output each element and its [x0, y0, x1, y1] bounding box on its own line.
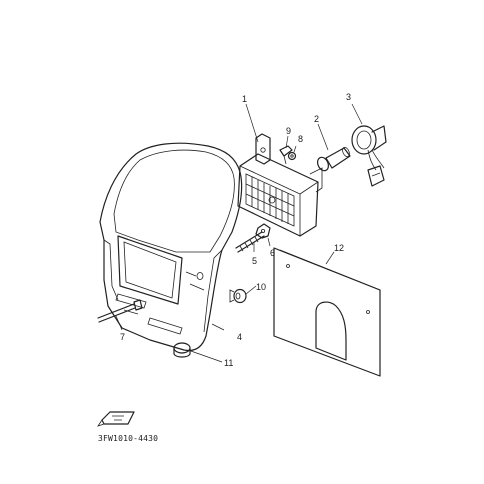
callout-12: 12 [334, 243, 344, 253]
callout-3: 3 [346, 92, 351, 102]
callout-6: 6 [270, 248, 275, 258]
callout-9: 9 [286, 126, 291, 136]
leader-lines [115, 103, 363, 363]
callout-labels: 1 2 3 4 5 6 7 8 9 10 11 12 [120, 92, 351, 368]
front-arrow-icon [97, 411, 135, 427]
lens-pattern [245, 177, 295, 224]
callout-11: 11 [224, 358, 233, 368]
adjust-screw-part [235, 231, 265, 253]
callout-4: 4 [237, 332, 242, 342]
headlight-cover-part [99, 142, 243, 352]
nut-part-6 [255, 223, 271, 239]
grommet-part-10 [229, 288, 247, 304]
damper-part-11 [173, 342, 191, 358]
callout-7: 7 [120, 332, 125, 342]
callout-2: 2 [314, 114, 319, 124]
bolt-part-7 [97, 299, 143, 323]
bulb-part [316, 146, 351, 172]
callout-8: 8 [298, 134, 303, 144]
socket-part [351, 125, 387, 187]
headlight-unit-part [237, 133, 323, 237]
drawing-code: 3FW1010-4430 [98, 434, 158, 443]
callout-5: 5 [252, 256, 257, 266]
nut-part-8 [287, 151, 297, 161]
callout-10: 10 [256, 282, 266, 292]
screw-part-9 [279, 145, 293, 165]
callout-1: 1 [242, 94, 247, 104]
number-plate-sheet-part [273, 247, 381, 377]
